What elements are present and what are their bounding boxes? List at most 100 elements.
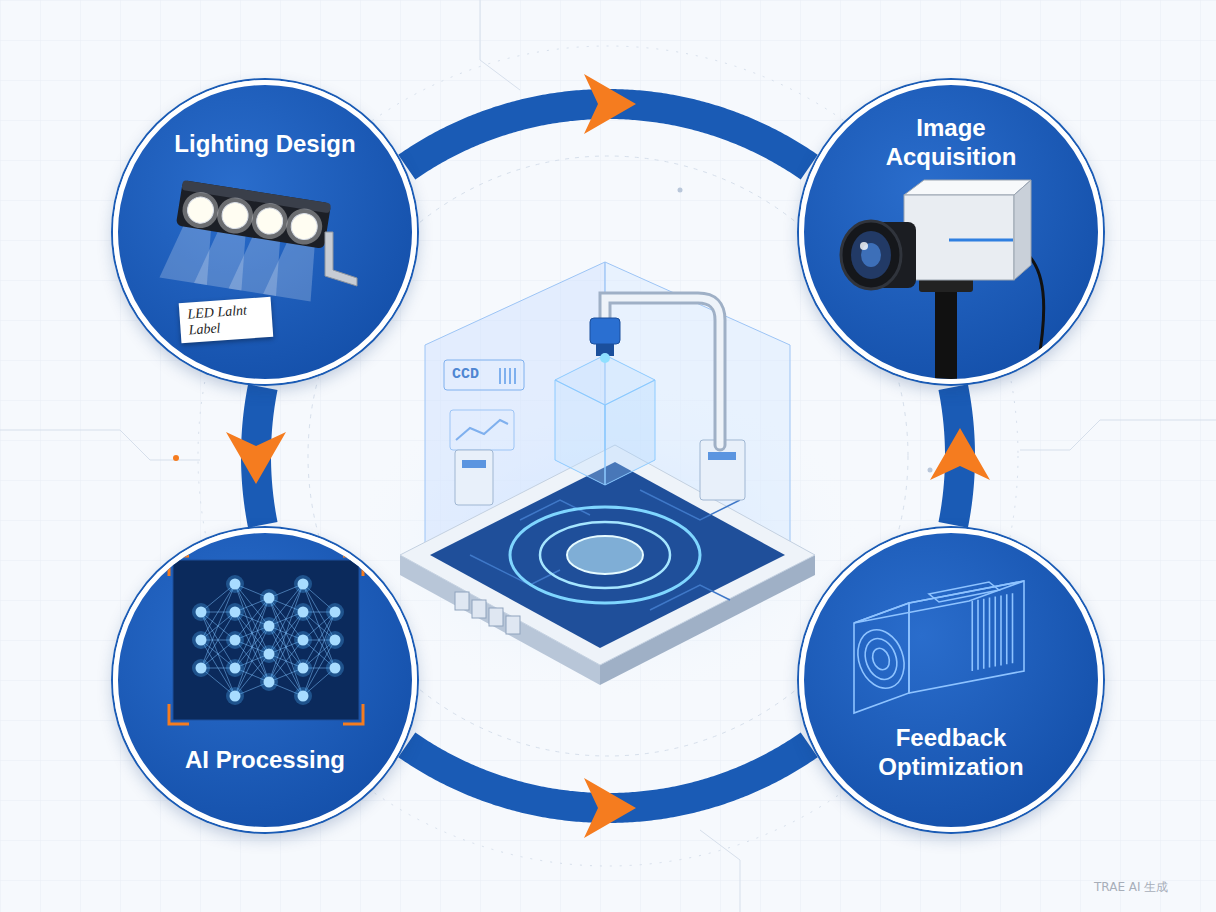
neuron <box>196 635 207 646</box>
neuron-glow <box>294 631 312 649</box>
neuron-glow <box>226 631 244 649</box>
lamp-led <box>289 212 319 242</box>
text-slot: Image Acquisition <box>856 114 1046 172</box>
stage-circle: AI Processing <box>113 528 417 832</box>
camera-body <box>904 195 1014 280</box>
neuron <box>264 649 275 660</box>
neuron-glow <box>294 575 312 593</box>
vent-rib <box>983 599 985 669</box>
arrow-head <box>584 778 636 838</box>
lens-ring <box>850 623 912 694</box>
network-links <box>201 584 335 696</box>
flow-arc-group <box>226 387 286 525</box>
neuron-glow <box>260 645 278 663</box>
stage-title: AI Processing <box>150 746 380 775</box>
screen-text: CCD <box>452 367 496 384</box>
neuron-glow <box>192 603 210 621</box>
camera-top <box>904 180 1031 195</box>
flow-arc-group <box>407 74 809 167</box>
text-slot: Feedback Optimization <box>841 724 1061 782</box>
lamp-glow <box>284 206 325 247</box>
neuron <box>330 663 341 674</box>
neuron <box>196 607 207 618</box>
camera-stripe <box>949 239 1013 242</box>
network-link <box>201 584 235 668</box>
neuron-glow <box>294 659 312 677</box>
neuron-glow <box>226 659 244 677</box>
neuron-glow <box>326 659 344 677</box>
network-panel <box>173 560 359 720</box>
arrow-head <box>930 428 990 480</box>
neuron <box>230 579 241 590</box>
vent-rib <box>1000 595 1002 665</box>
neuron <box>298 691 309 702</box>
neuron <box>264 593 275 604</box>
focus-bracket <box>169 704 189 724</box>
tripod-pole <box>935 285 957 384</box>
vent-rib <box>971 601 973 671</box>
neuron <box>230 635 241 646</box>
lamp-led <box>186 195 216 225</box>
mount-bracket <box>325 232 357 286</box>
neuron <box>264 621 275 632</box>
led-bar-light <box>159 179 331 302</box>
watermark: TRAE AI 生成 <box>1094 880 1206 894</box>
neuron-glow <box>326 603 344 621</box>
wire-icon <box>799 528 1103 832</box>
stage-circle: Lighting Design <box>113 80 417 384</box>
lamp-glow <box>214 195 255 236</box>
neuron-glow <box>326 631 344 649</box>
flow-arc-group <box>407 745 809 838</box>
text-slot: Lighting Design <box>150 130 380 159</box>
neuron <box>330 635 341 646</box>
stage-title: Lighting Design <box>150 130 380 159</box>
arrow-head <box>226 432 286 484</box>
neuron-glow <box>260 673 278 691</box>
top-detail <box>929 582 999 602</box>
stage-circle: Image Acquisition <box>799 80 1103 384</box>
ai-icon <box>113 528 417 832</box>
stage-title: Feedback Optimization <box>841 724 1061 782</box>
top-face <box>854 581 1024 623</box>
neuron <box>330 607 341 618</box>
neuron <box>264 677 275 688</box>
neuron-glow <box>226 687 244 705</box>
inspection-platform <box>348 262 868 700</box>
neuron-glow <box>192 631 210 649</box>
vent-rib <box>1006 594 1008 664</box>
vent-rib <box>989 598 991 668</box>
neuron-glow <box>294 687 312 705</box>
neuron <box>230 691 241 702</box>
lamp-led <box>220 201 250 231</box>
neuron-glow <box>260 617 278 635</box>
focus-bracket <box>343 704 363 724</box>
lamp-housing <box>176 180 331 249</box>
network-link <box>201 612 235 696</box>
arrow-head <box>584 74 636 134</box>
lamp-glow <box>180 190 221 231</box>
vent-rib <box>994 597 996 667</box>
stage-title: Image Acquisition <box>856 114 1046 172</box>
light-icon <box>113 80 417 384</box>
lamp-led <box>255 206 285 236</box>
neuron <box>298 579 309 590</box>
vent-rib <box>977 600 979 670</box>
neuron-glow <box>294 603 312 621</box>
side-face <box>909 581 1024 693</box>
lens-ring <box>860 634 903 684</box>
neuron-glow <box>192 659 210 677</box>
stage-circle: Feedback Optimization <box>799 528 1103 832</box>
lens-highlight <box>860 242 868 250</box>
focus-bracket <box>343 556 363 576</box>
neuron <box>298 663 309 674</box>
lens-ring <box>870 646 893 672</box>
vent-rib <box>1012 593 1014 663</box>
lens-core <box>861 243 881 267</box>
neuron-glow <box>260 589 278 607</box>
text-slot: AI Processing <box>150 746 380 775</box>
neuron <box>230 607 241 618</box>
wireframe-camera <box>850 581 1024 713</box>
